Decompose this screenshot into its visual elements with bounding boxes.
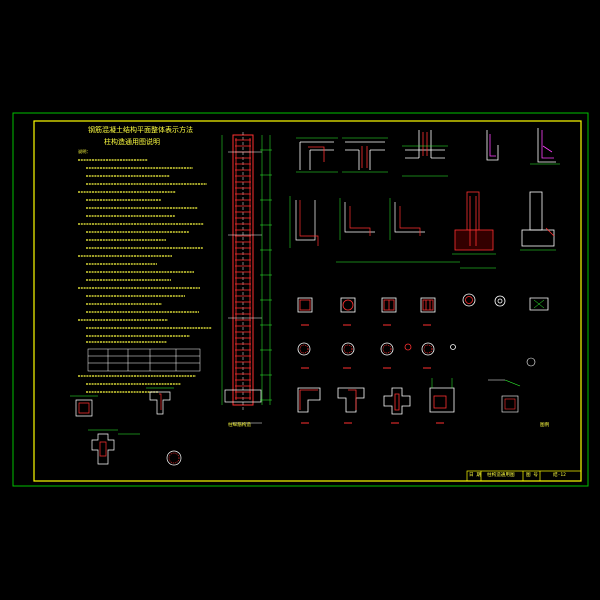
plan-details bbox=[70, 387, 182, 466]
title-block-no-value: 结-12 bbox=[553, 473, 566, 478]
section-details-circular bbox=[297, 342, 456, 356]
notes-text-block bbox=[78, 159, 212, 393]
notes-heading: 说明： bbox=[78, 149, 91, 154]
section-details-special bbox=[297, 378, 455, 415]
elevation-label: 柱纵筋构造 bbox=[228, 423, 251, 428]
outer-frame bbox=[12, 112, 589, 487]
foundation-details bbox=[452, 191, 556, 269]
joint-details-middle bbox=[289, 196, 460, 263]
corner-details bbox=[486, 128, 560, 165]
notes-table bbox=[87, 348, 201, 372]
tie-details bbox=[462, 293, 549, 311]
section-details-row1 bbox=[297, 297, 436, 313]
legend-area bbox=[488, 357, 536, 413]
drawing-title: 钢筋混凝土结构平面整体表示方法 bbox=[88, 126, 193, 134]
title-block-name: 柱构造通用图 bbox=[487, 473, 515, 478]
title-block-date: 日 期 bbox=[469, 473, 481, 478]
legend-label: 图例 bbox=[540, 423, 550, 428]
title-block-no-label: 图 号 bbox=[526, 473, 538, 478]
drawing-subtitle: 柱构造通用图说明 bbox=[104, 138, 160, 146]
inner-frame bbox=[33, 120, 582, 482]
section-markers bbox=[301, 324, 444, 424]
title-block bbox=[466, 470, 582, 482]
column-elevation bbox=[221, 132, 272, 424]
joint-details-top bbox=[296, 130, 448, 177]
